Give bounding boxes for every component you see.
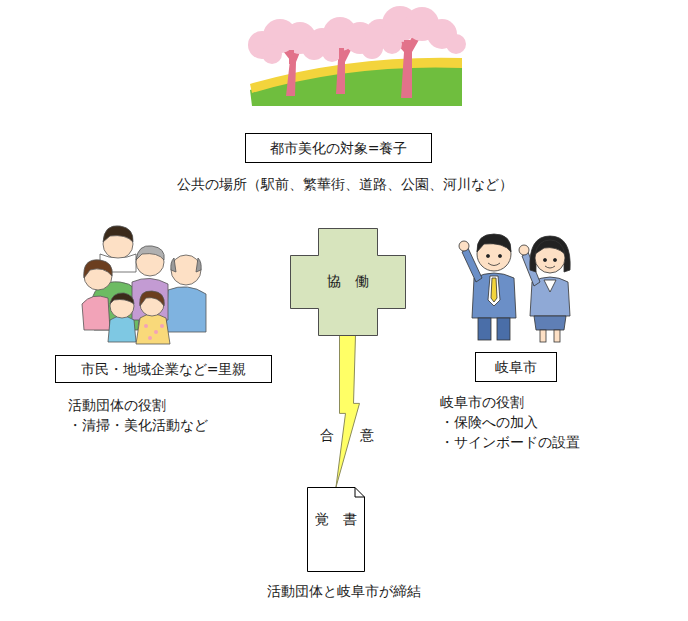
family-illustration-part [140,291,165,306]
city-staff-illustration-part [530,236,570,272]
city-staff-illustration-part [534,316,566,330]
family-illustration-part [110,293,134,304]
city-staff-illustration-part [488,263,500,266]
cross-outline [291,229,406,336]
city-box: 岐阜市 [475,352,557,382]
conclusion-note: 活動団体と岐阜市が締結 [267,583,421,600]
family-illustration-part [136,314,170,344]
family-illustration-part [171,258,201,272]
cherry-trees-part [248,6,466,64]
cherry-trees-part [289,50,294,64]
family-illustration-part [103,226,133,242]
city-staff-illustration-part [497,318,510,340]
cherry-trees-part [339,48,344,62]
city-staff-illustration-part [535,240,565,254]
family-illustration-part [148,336,152,340]
city-staff-illustration-part [540,330,546,342]
document-shape [307,487,365,572]
family-illustration-part [132,278,168,320]
cherry-trees-part [404,40,410,56]
family-illustration-part [144,324,148,328]
role-item: ・サインボードの設置 [440,434,580,451]
city-staff-illustration [459,234,570,342]
city-staff-illustration-part [543,258,546,261]
cooperation-cross: 協 働 [290,228,405,335]
document-fold [355,488,365,498]
family-illustration-part [166,287,206,332]
edge-label: 合 意 [314,427,380,444]
cherry-trees-part [446,34,466,54]
family-illustration-part [171,255,201,285]
cherry-trees-part [250,58,462,93]
city-staff-illustration-part [498,254,501,257]
node-text: 都市美化の対象=養子 [270,140,408,157]
city-staff-illustration-part [554,330,560,342]
city-staff-illustration-part [459,241,469,251]
cherry-trees [248,6,466,106]
city-staff-illustration-part [486,254,489,257]
document-outline [308,488,365,572]
role-heading: 岐阜市の役割 [440,394,524,411]
cherry-trees-part [289,40,410,64]
citizen-box: 市民・地域企業など=里親 [55,355,272,383]
family-illustration-part [144,324,164,340]
role-heading: 活動団体の役割 [68,397,166,414]
place-note: 公共の場所（駅前、繁華街、道路、公園、河川など） [177,176,513,193]
city-staff-illustration-part [488,276,500,306]
city-staff-illustration-part [477,234,511,252]
family-illustration-part [136,246,164,260]
memorandum-document: 覚 書 [307,487,365,572]
family-illustration [82,226,206,344]
city-staff-illustration-part [545,266,555,268]
family-illustration-part [160,324,164,328]
consent-arrow [336,335,360,487]
family-illustration-part [82,296,110,330]
family-illustration-part [154,330,158,334]
node-text: 市民・地域企業など=里親 [81,361,247,378]
city-staff-illustration-part [544,280,556,292]
node-text: 協 働 [327,273,369,290]
city-staff-illustration-part [553,258,556,261]
city-staff-illustration-part [478,318,491,340]
role-item: ・保険への加入 [440,414,538,431]
cherry-trees-part [382,34,402,54]
node-text: 覚 書 [315,511,357,572]
cherry-trees-part [262,44,282,64]
target-box: 都市美化の対象=養子 [245,133,432,163]
city-staff-illustration-part [519,245,529,255]
city-staff-illustration-part [491,278,497,302]
family-illustration-part [108,316,136,342]
role-item: ・清掃・美化活動など [68,417,208,434]
family-illustration-part [84,260,112,278]
node-text: 岐阜市 [495,359,537,376]
